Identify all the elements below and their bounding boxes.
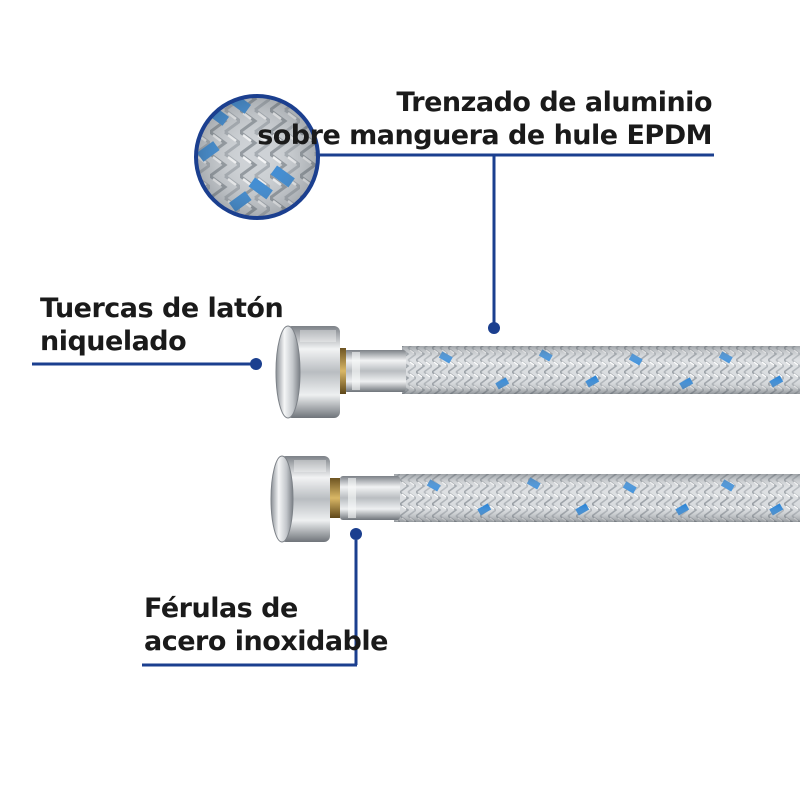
callout-dot-icon — [250, 322, 500, 540]
upper-hose — [275, 325, 800, 419]
lower-hose — [270, 455, 800, 543]
braid-feature-label: Trenzado de aluminio sobre manguera de h… — [257, 86, 712, 152]
braid-label-line-2: sobre manguera de hule EPDM — [257, 120, 712, 151]
nuts-label-line-1: Tuercas de latón — [40, 293, 284, 324]
ferrules-label-line-2: acero inoxidable — [144, 626, 388, 657]
nuts-feature-label: Tuercas de latón niquelado — [40, 292, 284, 358]
nuts-label-line-2: niquelado — [40, 326, 187, 357]
braided-hose-closeup-icon — [194, 94, 320, 220]
ferrules-label-line-1: Férulas de — [144, 593, 298, 624]
ferrules-feature-label: Férulas de acero inoxidable — [144, 592, 388, 658]
callout-lines — [32, 153, 714, 667]
braid-label-line-1: Trenzado de aluminio — [396, 87, 712, 118]
